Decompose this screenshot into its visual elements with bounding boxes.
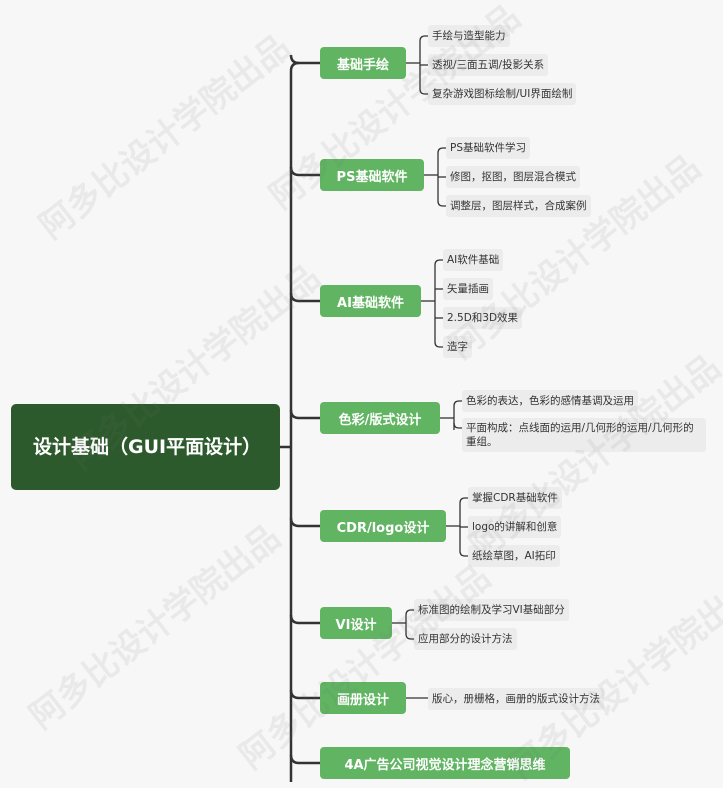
leaf-node[interactable]: PS基础软件学习 xyxy=(446,137,530,159)
root-label: 设计基础（GUI平面设计） xyxy=(33,435,262,458)
leaf-node[interactable]: 标准图的绘制及学习VI基础部分 xyxy=(414,599,569,621)
connector-line xyxy=(453,400,462,407)
leaf-label: 纸绘草图，AI拓印 xyxy=(472,550,556,562)
leaf-node[interactable]: 掌握CDR基础软件 xyxy=(468,487,562,509)
branch-label: CDR/logo设计 xyxy=(336,520,430,536)
leaf-label: 掌握CDR基础软件 xyxy=(472,492,558,504)
connector-line xyxy=(289,61,300,72)
connector-line xyxy=(434,259,443,266)
branch-node[interactable]: VI设计 xyxy=(320,607,392,639)
leaf-node[interactable]: 矢量插画 xyxy=(443,278,493,300)
connector-line xyxy=(434,341,443,348)
connector-line xyxy=(437,200,446,207)
connector-line xyxy=(289,614,320,625)
branch-node[interactable]: 画册设计 xyxy=(320,682,406,714)
leaf-node[interactable]: 手绘与造型能力 xyxy=(428,25,510,47)
branch-label: 画册设计 xyxy=(336,692,389,708)
leaf-node[interactable]: 调整层，图层样式，合成案例 xyxy=(446,195,591,217)
leaf-node[interactable]: 修图，抠图，图层混合模式 xyxy=(446,166,580,188)
connector-line xyxy=(459,550,468,557)
branch-label: PS基础软件 xyxy=(336,169,408,185)
leaf-label: 标准图的绘制及学习VI基础部分 xyxy=(418,604,565,616)
branch-node[interactable]: 4A广告公司视觉设计理念营销思维 xyxy=(320,747,570,779)
leaf-node[interactable]: 2.5D和3D效果 xyxy=(443,307,523,329)
leaf-label: 矢量插画 xyxy=(447,283,489,295)
branch-label: 4A广告公司视觉设计理念营销思维 xyxy=(344,757,546,773)
leaf-node[interactable]: 应用部分的设计方法 xyxy=(414,628,517,650)
leaf-label: 调整层，图层样式，合成案例 xyxy=(450,200,587,212)
leaf-label: PS基础软件学习 xyxy=(450,142,526,154)
branch-label: 基础手绘 xyxy=(336,57,389,73)
leaf-label: 手绘与造型能力 xyxy=(432,30,506,42)
branch-label: VI设计 xyxy=(335,617,377,633)
branch-label: AI基础软件 xyxy=(337,295,404,311)
connector-line xyxy=(405,633,414,640)
branch-label: 色彩/版式设计 xyxy=(338,412,422,428)
connector-line xyxy=(419,35,428,42)
connector-line xyxy=(419,88,428,95)
connector-line xyxy=(437,147,446,154)
leaf-label: 应用部分的设计方法 xyxy=(418,633,513,645)
branch-node[interactable]: 色彩/版式设计 xyxy=(320,402,440,434)
connector-line xyxy=(289,166,320,177)
leaf-node[interactable]: 平面构成：点线面的运用/几何形的运用/几何形的重组。 xyxy=(462,418,706,452)
connector-line xyxy=(289,689,320,700)
leaf-node[interactable]: 透视/三面五调/投影关系 xyxy=(428,54,549,76)
leaf-node[interactable]: 版心，册栅格，画册的版式设计方法 xyxy=(428,688,604,710)
connector-line xyxy=(289,54,320,65)
connector-line xyxy=(289,517,320,528)
connector-line xyxy=(289,754,320,765)
leaf-label: 色彩的表达，色彩的感情基调及运用 xyxy=(466,395,634,407)
leaf-label: 2.5D和3D效果 xyxy=(447,312,519,324)
connector-line xyxy=(289,292,320,303)
leaf-label: logo的讲解和创意 xyxy=(472,521,558,533)
leaf-node[interactable]: 纸绘草图，AI拓印 xyxy=(468,545,560,567)
connector-line xyxy=(459,497,468,504)
leaf-label: 透视/三面五调/投影关系 xyxy=(432,59,545,71)
leaf-node[interactable]: logo的讲解和创意 xyxy=(468,516,562,538)
leaf-label: 复杂游戏图标绘制/UI界面绘制 xyxy=(432,88,573,100)
branch-node[interactable]: CDR/logo设计 xyxy=(320,510,446,542)
leaf-label: 修图，抠图，图层混合模式 xyxy=(450,171,576,183)
connector-line xyxy=(453,422,462,429)
leaf-node[interactable]: AI软件基础 xyxy=(443,249,504,271)
connector-line xyxy=(405,609,414,616)
connector-line xyxy=(289,409,320,420)
leaf-label: AI软件基础 xyxy=(447,254,500,266)
leaf-node[interactable]: 复杂游戏图标绘制/UI界面绘制 xyxy=(428,83,577,105)
root-node[interactable]: 设计基础（GUI平面设计） xyxy=(11,404,280,490)
branch-node[interactable]: 基础手绘 xyxy=(320,47,406,79)
leaf-label: 版心，册栅格，画册的版式设计方法 xyxy=(432,693,600,705)
branch-node[interactable]: PS基础软件 xyxy=(320,159,424,191)
leaf-node[interactable]: 色彩的表达，色彩的感情基调及运用 xyxy=(462,390,638,412)
leaf-label: 平面构成：点线面的运用/几何形的运用/几何形的重组。 xyxy=(466,422,694,448)
leaf-label: 造字 xyxy=(447,341,468,353)
leaf-node[interactable]: 造字 xyxy=(443,336,472,358)
branch-node[interactable]: AI基础软件 xyxy=(320,285,421,317)
